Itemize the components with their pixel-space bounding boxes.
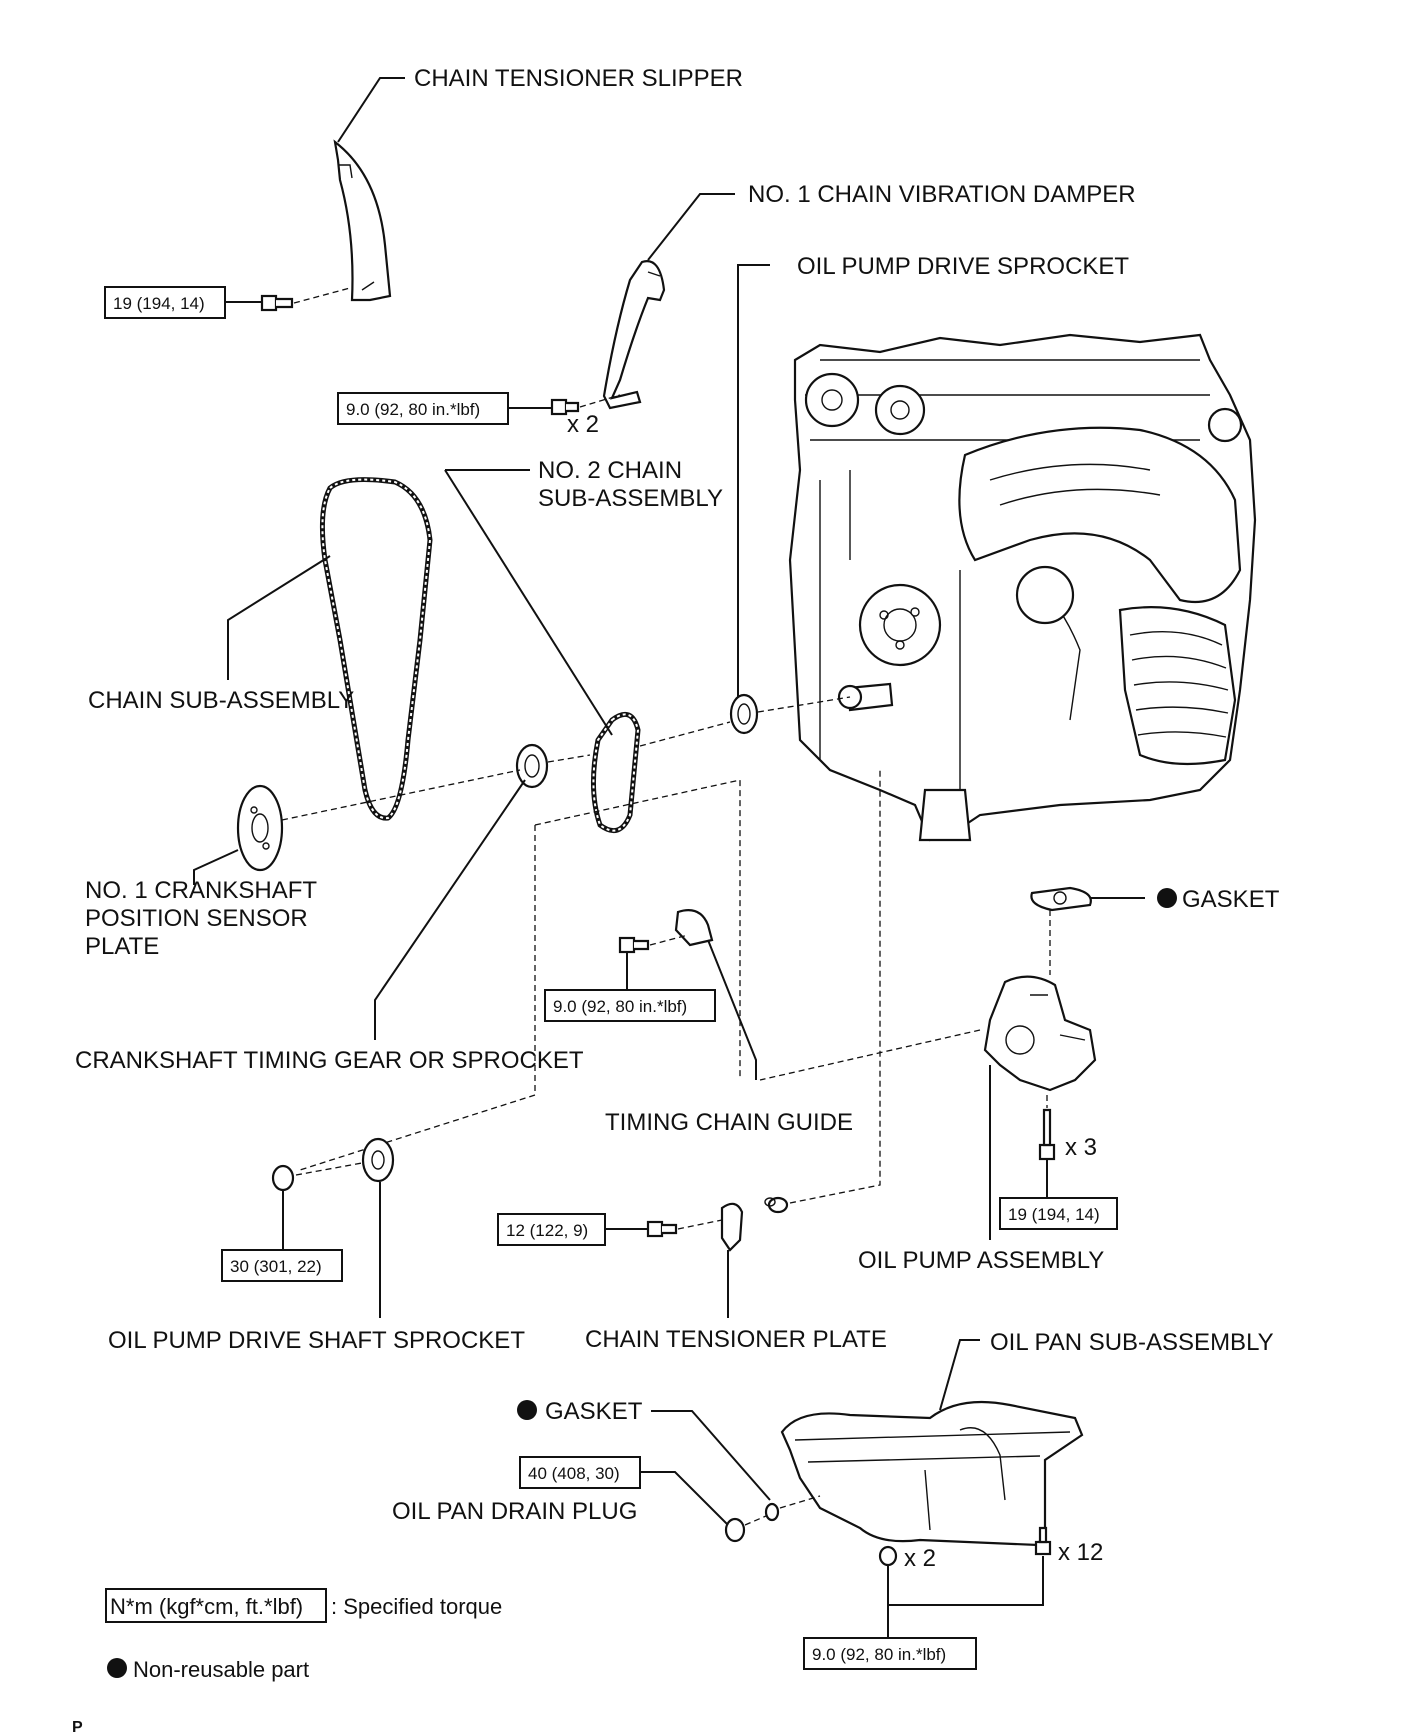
crankshaft-timing-gear-part [515, 743, 549, 789]
oil-pump-drive-sprocket-part [729, 693, 759, 735]
tensioner-plate-bolt-icon [646, 1220, 678, 1238]
oil-pump-assembly-part [983, 975, 1097, 1092]
non-reusable-bullet-icon [1157, 888, 1177, 908]
damper-torque-value: 9.0 (92, 80 in.*lbf) [346, 400, 480, 419]
drain-plug-torque-value: 40 (408, 30) [528, 1464, 620, 1483]
chain-sub-assembly-label: CHAIN SUB-ASSEMBLY [88, 687, 354, 714]
oil-pump-gasket-label: GASKET [1182, 886, 1280, 913]
pump-bolt-icon [1038, 1108, 1056, 1161]
no2-chain-sub-assembly-part [591, 711, 641, 834]
crankshaft-timing-gear-label: CRANKSHAFT TIMING GEAR OR SPROCKET [75, 1047, 584, 1074]
no1-chain-vibration-damper-label: NO. 1 CHAIN VIBRATION DAMPER [748, 181, 1136, 208]
no2-chain-label-line1: NO. 2 CHAIN [538, 457, 682, 484]
tensioner-plate-spring-icon [764, 1196, 789, 1214]
drain-gasket-part [764, 1502, 780, 1522]
damper-bolt-icon [550, 398, 580, 416]
pan-nut-icon [878, 1545, 898, 1567]
guide-torque-box [544, 989, 716, 1022]
chain-tensioner-slipper-label: CHAIN TENSIONER SLIPPER [414, 65, 743, 92]
legend-torque-description: : Specified torque [331, 1594, 502, 1619]
tensioner-plate-torque-box [497, 1213, 606, 1246]
tensioner-plate-torque-value: 12 (122, 9) [506, 1221, 588, 1240]
footer-mark: P [72, 1719, 83, 1734]
slipper-bolt-icon [260, 294, 294, 312]
pump-torque-value: 19 (194, 14) [1008, 1205, 1100, 1224]
oil-pan-sub-assembly-label: OIL PAN SUB-ASSEMBLY [990, 1329, 1274, 1356]
chain-sub-assembly-part [319, 477, 433, 821]
damper-bolt-quantity: x 2 [567, 411, 599, 438]
timing-chain-guide-label: TIMING CHAIN GUIDE [605, 1109, 853, 1136]
crank-sensor-plate-label-line2: POSITION SENSOR [85, 905, 308, 932]
no2-chain-label-line2: SUB-ASSEMBLY [538, 485, 723, 512]
oil-pump-drive-sprocket-label: OIL PUMP DRIVE SPROCKET [797, 253, 1129, 280]
pump-bolt-quantity: x 3 [1065, 1134, 1097, 1161]
pan-nut-quantity: x 2 [904, 1545, 936, 1572]
chain-tensioner-plate-label: CHAIN TENSIONER PLATE [585, 1326, 887, 1353]
legend-non-reusable-text: Non-reusable part [133, 1657, 309, 1682]
guide-torque-value: 9.0 (92, 80 in.*lbf) [553, 997, 687, 1016]
pan-bolt-icon [1034, 1526, 1052, 1556]
engine-block-illustration [788, 333, 1257, 842]
crank-sensor-plate-label-line3: PLATE [85, 933, 159, 960]
guide-bolt-icon [618, 936, 650, 954]
drain-gasket-label: GASKET [545, 1398, 643, 1425]
oil-pump-assembly-label: OIL PUMP ASSEMBLY [858, 1247, 1104, 1274]
timing-chain-guide-part [674, 909, 714, 947]
legend-torque-unit-box [105, 1588, 327, 1623]
oil-pan-bolts-torque-box [803, 1637, 977, 1670]
legend-non-reusable-bullet-icon [107, 1658, 127, 1678]
sprocket-nut-torque-value: 30 (301, 22) [230, 1257, 322, 1276]
pan-bolt-quantity: x 12 [1058, 1539, 1103, 1566]
drain-gasket-non-reusable-bullet-icon [517, 1400, 537, 1420]
sprocket-nut-icon [271, 1164, 295, 1192]
oil-pan-bolts-torque-value: 9.0 (92, 80 in.*lbf) [812, 1645, 946, 1664]
drive-shaft-sprocket-part [361, 1137, 395, 1183]
drain-plug-icon [724, 1517, 746, 1543]
no1-chain-vibration-damper-part [602, 260, 666, 410]
pump-torque-box [999, 1197, 1118, 1230]
slipper-torque-box [104, 286, 226, 319]
oil-pan-drain-plug-label: OIL PAN DRAIN PLUG [392, 1498, 637, 1525]
oil-pan-sub-assembly-part [780, 1400, 1084, 1547]
slipper-torque-value: 19 (194, 14) [113, 294, 205, 313]
legend-torque-unit: N*m (kgf*cm, ft.*lbf) [110, 1594, 303, 1619]
crank-sensor-plate-label-line1: NO. 1 CRANKSHAFT [85, 877, 317, 904]
crankshaft-position-sensor-plate-part [236, 784, 284, 872]
sprocket-nut-torque-box [221, 1249, 343, 1282]
chain-tensioner-slipper-part [333, 139, 392, 302]
oil-pump-drive-shaft-sprocket-label: OIL PUMP DRIVE SHAFT SPROCKET [108, 1327, 525, 1354]
oil-pump-gasket-part [1030, 886, 1092, 912]
chain-tensioner-plate-part [720, 1202, 744, 1252]
